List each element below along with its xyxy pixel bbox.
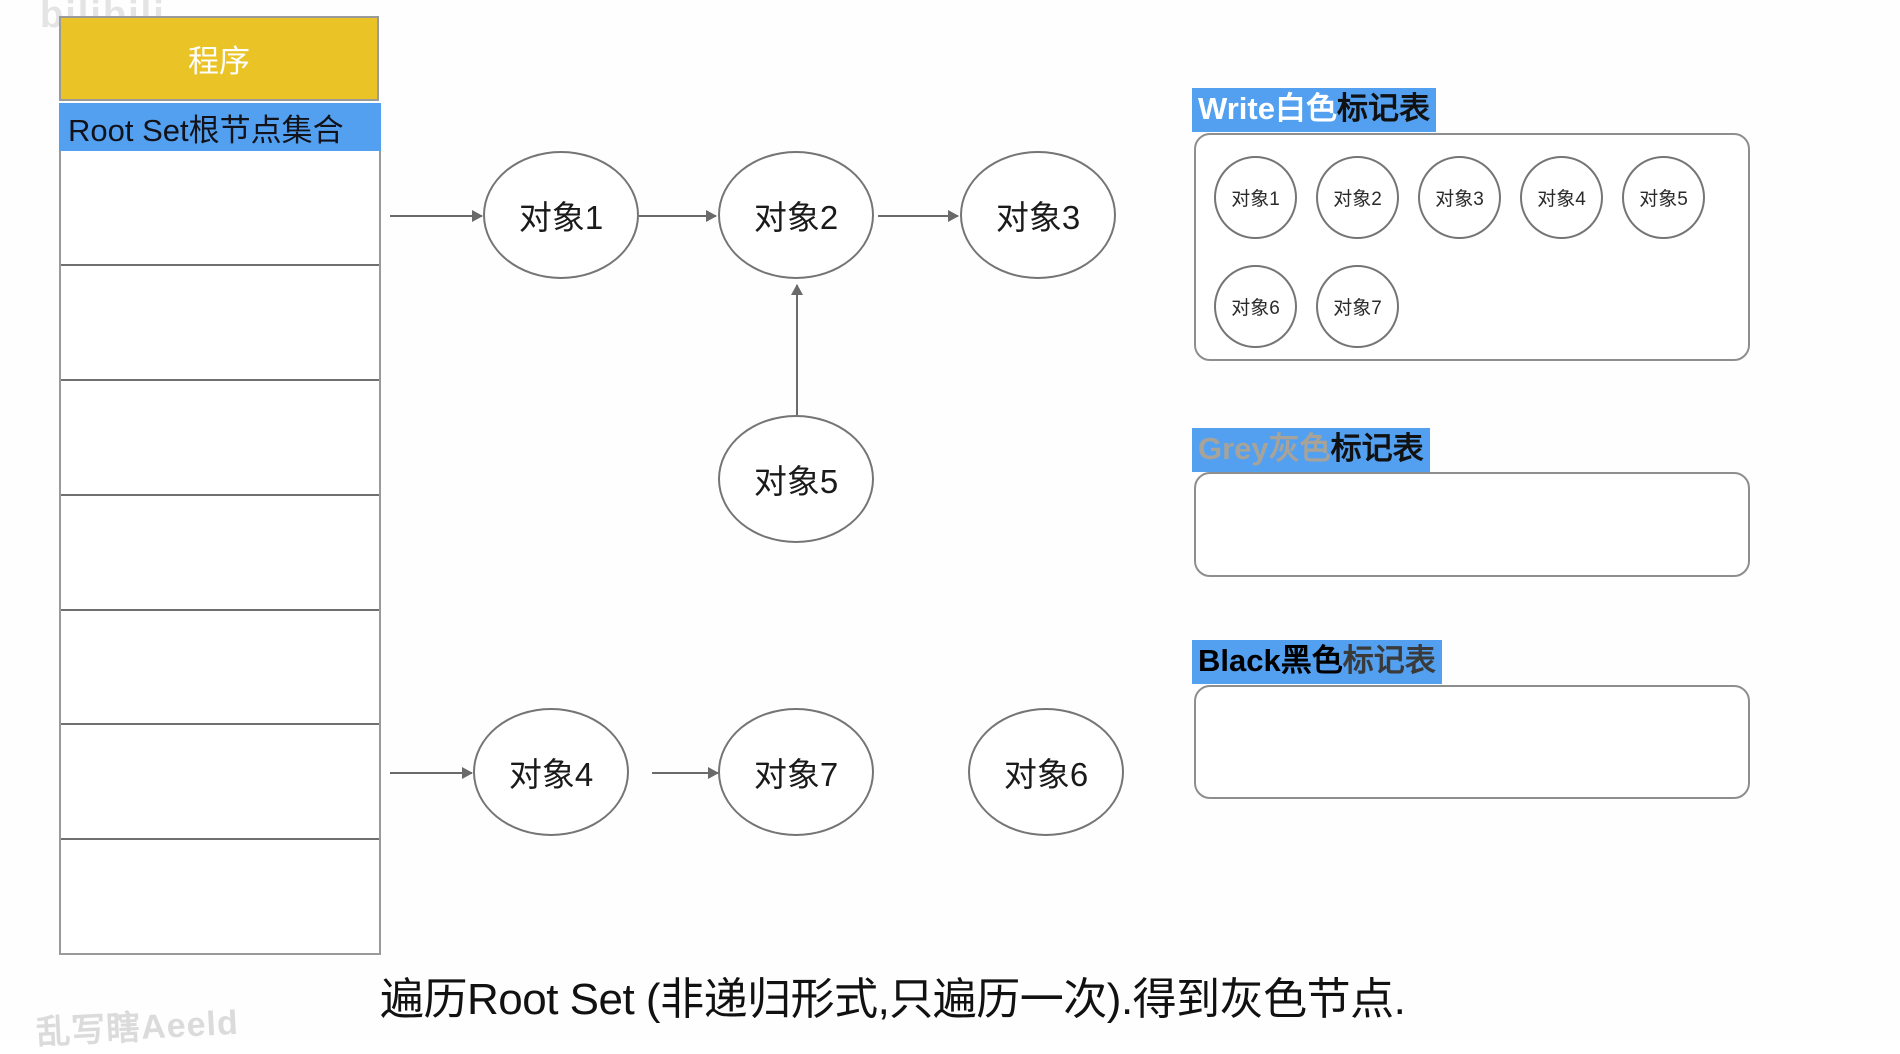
grey-title-color-word: 灰色: [1268, 431, 1331, 466]
program-label: 程序: [188, 44, 250, 79]
graph-node-label: 对象1: [518, 199, 604, 236]
white-chip-row-2: 对象6 对象7: [1214, 265, 1418, 348]
edge-rootset-to-obj1: [390, 210, 483, 222]
graph-node-obj5: 对象5: [718, 415, 874, 543]
white-title-en: Write: [1198, 91, 1275, 126]
graph-node-label: 对象5: [753, 463, 839, 500]
mark-chip: 对象5: [1622, 156, 1705, 239]
root-set-row: [61, 266, 379, 381]
graph-node-label: 对象7: [753, 756, 839, 793]
edge-obj2-to-obj3: [878, 210, 959, 222]
mark-chip: 对象6: [1214, 265, 1297, 348]
black-title-en: Black: [1198, 643, 1281, 678]
graph-node-obj3: 对象3: [960, 151, 1116, 279]
mark-chip: 对象3: [1418, 156, 1501, 239]
graph-node-obj2: 对象2: [718, 151, 874, 279]
mark-chip: 对象7: [1316, 265, 1399, 348]
root-set-header-label: Root Set根节点集合: [68, 112, 344, 148]
root-set-row: [61, 496, 379, 611]
graph-node-label: 对象4: [508, 756, 594, 793]
mark-chip: 对象1: [1214, 156, 1297, 239]
white-chip-row-1: 对象1 对象2 对象3 对象4 对象5: [1214, 156, 1724, 239]
mark-chip: 对象2: [1316, 156, 1399, 239]
grey-mark-table-panel: [1194, 472, 1750, 577]
edge-obj5-to-obj2: [791, 284, 803, 415]
edge-obj1-to-obj2: [639, 210, 717, 222]
root-set-row: [61, 840, 379, 955]
white-title-suffix: 标记表: [1336, 91, 1430, 126]
graph-node-obj6: 对象6: [968, 708, 1124, 836]
root-set-table: [59, 151, 381, 955]
edge-obj4-to-obj7: [652, 767, 719, 779]
root-set-row: [61, 381, 379, 496]
root-set-header: Root Set根节点集合: [59, 103, 381, 151]
graph-node-obj7: 对象7: [718, 708, 874, 836]
graph-node-label: 对象2: [753, 199, 839, 236]
mark-chip: 对象4: [1520, 156, 1603, 239]
graph-node-label: 对象6: [1003, 756, 1089, 793]
program-box: 程序: [59, 16, 379, 101]
grey-mark-table-title: Grey 灰色 标记表: [1192, 428, 1430, 472]
grey-title-en: Grey: [1198, 431, 1269, 466]
graph-node-obj1: 对象1: [483, 151, 639, 279]
white-title-color-word: 白色: [1274, 91, 1337, 126]
root-set-row: [61, 151, 379, 266]
black-mark-table-panel: [1194, 685, 1750, 799]
channel-watermark-bottom: 乱写瞎Aeeld: [35, 1003, 240, 1053]
root-set-row: [61, 725, 379, 841]
grey-title-suffix: 标记表: [1330, 431, 1424, 466]
caption-text: 遍历Root Set (非递归形式,只遍历一次).得到灰色节点.: [380, 975, 1406, 1024]
graph-node-obj4: 对象4: [473, 708, 629, 836]
white-mark-table-title: Write 白色 标记表: [1192, 88, 1436, 132]
root-set-row: [61, 611, 379, 726]
black-mark-table-title: Black 黑色 标记表: [1192, 640, 1442, 684]
black-title-color-word: 黑色: [1280, 643, 1343, 678]
edge-rootset-to-obj4: [390, 767, 473, 779]
graph-node-label: 对象3: [995, 199, 1081, 236]
black-title-suffix: 标记表: [1342, 643, 1436, 678]
